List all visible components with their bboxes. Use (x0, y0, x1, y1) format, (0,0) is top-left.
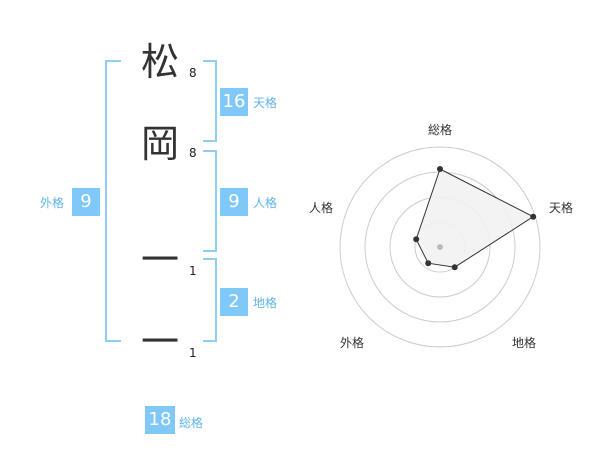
jinkaku-score: 9 (220, 188, 248, 216)
soukaku-label: 総格 (179, 416, 204, 430)
gaikaku-bracket (105, 60, 121, 342)
radar-axis-label-tenkaku: 天格 (549, 201, 574, 215)
stroke-count-3: 1 (189, 264, 197, 278)
tenkaku-score: 16 (220, 88, 248, 116)
stroke-count-4: 1 (189, 346, 197, 360)
tenkaku-label: 天格 (253, 96, 278, 110)
stroke-count-1: 8 (189, 66, 197, 80)
radar-grid-ring (339, 146, 541, 348)
chikaku-label: 地格 (253, 296, 278, 310)
name-char-1: 松 (140, 40, 179, 84)
radar-axis-label-chikaku: 地格 (512, 336, 537, 350)
name-char-4: 一 (140, 320, 179, 364)
radar-center-point (437, 244, 443, 250)
radar-point-2 (530, 213, 537, 220)
radar-value-polygon (415, 168, 535, 268)
radar-point-3 (451, 264, 458, 271)
jinkaku-label: 人格 (253, 196, 278, 210)
gaikaku-score: 9 (72, 188, 100, 216)
jinkaku-bracket (203, 150, 217, 252)
name-char-3: 一 (140, 238, 179, 282)
radar-axis-label-gaikaku: 外格 (340, 336, 365, 350)
radar-point-5 (413, 236, 420, 243)
gaikaku-label: 外格 (40, 196, 65, 210)
radar-axis-label-souka: 総格 (428, 123, 453, 137)
stroke-count-2: 8 (189, 146, 197, 160)
radar-point-4 (425, 260, 432, 267)
chikaku-score: 2 (220, 288, 248, 316)
radar-axis-label-jinkaku: 人格 (309, 201, 334, 215)
chikaku-bracket (203, 258, 217, 342)
tenkaku-bracket (203, 60, 217, 142)
name-char-2: 岡 (140, 122, 179, 166)
soukaku-score: 18 (145, 406, 175, 434)
radar-point-1 (437, 166, 443, 172)
